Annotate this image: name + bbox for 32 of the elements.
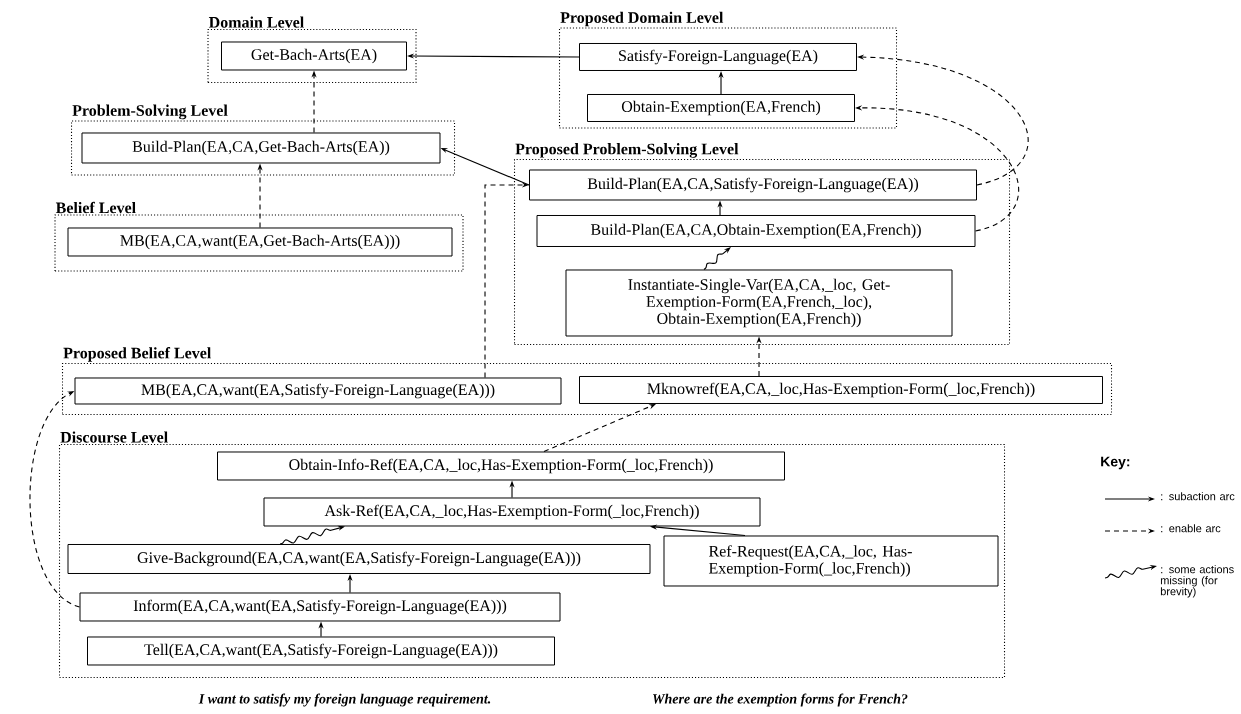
action-box: Tell(EA,CA,want(EA,Satisfy-Foreign-Language(EA))): [87, 636, 555, 666]
action-box: Build-Plan(EA,CA,Obtain-Exemption(EA,French)): [536, 215, 976, 247]
action-box: Get-Bach-Arts(EA): [221, 41, 407, 71]
arrow: [543, 404, 656, 453]
legend-text: : some actions missing (for brevity): [1160, 565, 1234, 598]
node-label: Discourse Level: [60, 431, 168, 443]
action-box: Ask-Ref(EA,CA,_loc,Has-Exemption-Form(_loc,French)): [263, 497, 761, 527]
action-box: Inform(EA,CA,want(EA,Satisfy-Foreign-Language(EA))): [79, 592, 561, 622]
node-label: Proposed Domain Level: [560, 11, 724, 27]
node-label: Problem-Solving Level: [72, 104, 228, 120]
key-heading: Key:: [1101, 456, 1130, 470]
utterance: I want to satisfy my foreign language requirement.: [198, 693, 491, 707]
action-box: Obtain-Exemption(EA,French): [587, 94, 855, 122]
legend-text: : subaction arc: [1161, 492, 1235, 501]
action-box: MB(EA,CA,want(EA,Satisfy-Foreign-Language(EA))): [74, 377, 562, 405]
action-box: MB(EA,CA,want(EA,Get-Bach-Arts(EA))): [67, 227, 453, 257]
action-box: Mknowref(EA,CA,_loc,Has-Exemption-Form(_loc,French)): [579, 376, 1103, 404]
node-label: Proposed Problem-Solving Level: [515, 143, 739, 158]
arrow: [703, 247, 731, 271]
action-box: Instantiate-Single-Var(EA,CA,_loc, Get-Exemption-Form(EA,French,_loc), Obtain-Exemption(EA,French)): [565, 269, 953, 337]
action-box: Build-Plan(EA,CA,Satisfy-Foreign-Language(EA)): [529, 169, 977, 201]
action-box: Build-Plan(EA,CA,Get-Bach-Arts(EA)): [81, 132, 441, 164]
action-box: Satisfy-Foreign-Language(EA): [579, 43, 857, 71]
action-box: Obtain-Info-Ref(EA,CA,_loc,Has-Exemption-Form(_loc,French)): [217, 451, 785, 481]
node-label: Domain Level: [208, 16, 304, 28]
arrow: [29, 391, 81, 608]
utterance: Where are the exemption forms for French?: [653, 693, 908, 707]
action-box: Ref-Request(EA,CA,_loc, Has-Exemption-Form(_loc,French)): [663, 535, 999, 587]
node-label: Belief Level: [55, 201, 136, 214]
legend-text: : enable arc: [1161, 524, 1221, 533]
node-label: Proposed Belief Level: [63, 347, 212, 362]
action-box: Give-Background(EA,CA,want(EA,Satisfy-Foreign-Language(EA))): [67, 544, 651, 574]
